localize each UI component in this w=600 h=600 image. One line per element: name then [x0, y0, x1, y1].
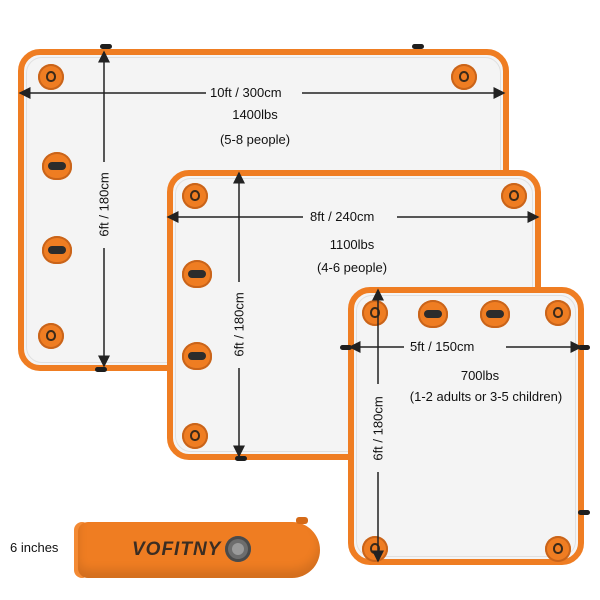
- dock-large-width: 10ft / 300cm: [210, 85, 282, 100]
- d-ring-icon: [545, 536, 571, 562]
- strap-tab: [100, 44, 112, 49]
- valve-icon: [225, 536, 251, 562]
- d-ring-icon: [362, 300, 388, 326]
- d-ring-icon: [182, 183, 208, 209]
- dock-small-capacity: 700lbs: [460, 368, 500, 383]
- dock-large-capacity: 1400lbs: [232, 107, 278, 122]
- strap-tab: [95, 367, 107, 372]
- dock-medium-people: (4-6 people): [316, 260, 388, 275]
- strap-tab: [578, 345, 590, 350]
- strap-tab: [340, 345, 352, 350]
- handle-icon: [182, 260, 212, 288]
- strap-tab: [412, 44, 424, 49]
- dock-small-width: 5ft / 150cm: [410, 339, 475, 354]
- strap-tab: [235, 456, 247, 461]
- d-ring-icon: [545, 300, 571, 326]
- dock-medium-capacity: 1100lbs: [329, 237, 375, 252]
- d-ring-icon: [501, 183, 527, 209]
- d-ring-icon: [451, 64, 477, 90]
- dock-medium-width: 8ft / 240cm: [310, 209, 375, 224]
- handle-icon: [42, 152, 72, 180]
- dock-small-length: 6ft / 180cm: [370, 396, 386, 461]
- rolled-dock: [78, 522, 320, 578]
- strap-tab: [578, 510, 590, 515]
- d-ring-icon: [38, 323, 64, 349]
- handle-icon: [480, 300, 510, 328]
- handle-icon: [42, 236, 72, 264]
- d-ring-icon: [38, 64, 64, 90]
- handle-icon: [418, 300, 448, 328]
- dock-small-people: (1-2 adults or 3-5 children): [409, 389, 563, 404]
- handle-icon: [182, 342, 212, 370]
- dock-small: [348, 287, 584, 565]
- brand-logo: VOFITNY: [132, 539, 222, 560]
- dock-medium-length: 6ft / 180cm: [231, 292, 247, 357]
- d-ring-icon: [362, 536, 388, 562]
- roll-clip: [296, 517, 308, 524]
- d-ring-icon: [182, 423, 208, 449]
- dock-large-length: 6ft / 180cm: [96, 172, 112, 237]
- thickness-label: 6 inches: [10, 540, 59, 555]
- dock-large-people: (5-8 people): [219, 132, 291, 147]
